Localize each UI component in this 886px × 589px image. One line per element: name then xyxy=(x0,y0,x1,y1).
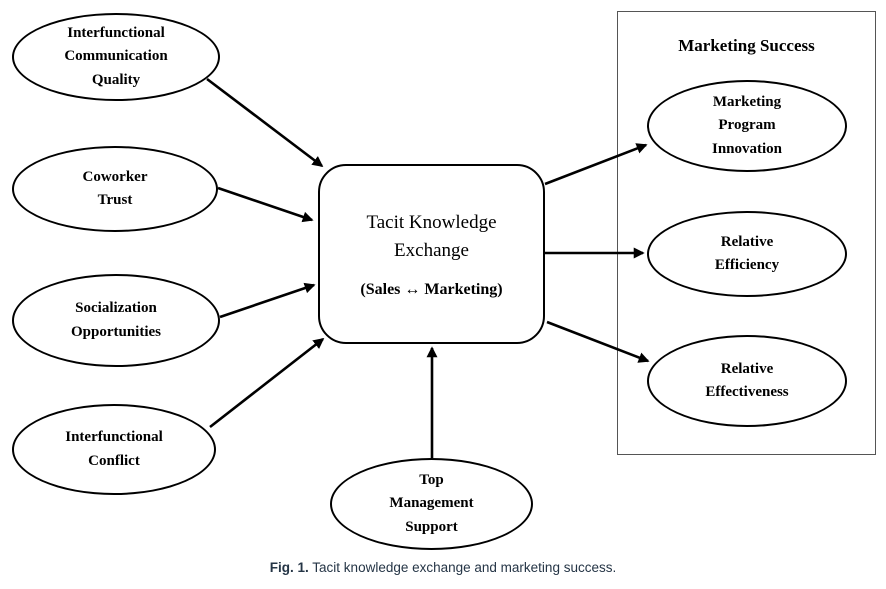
node-label: Interfunctional Conflict xyxy=(65,429,163,469)
center-node-title: Tacit Knowledge Exchange xyxy=(366,211,497,262)
arrow-communication-quality-to-tke xyxy=(206,77,324,168)
node-interfunctional-conflict: Interfunctional Conflict xyxy=(12,404,216,495)
figure-caption-label: Fig. 1. xyxy=(269,560,309,575)
figure-caption-text: Tacit knowledge exchange and marketing s… xyxy=(312,560,617,575)
node-tacit-knowledge-exchange: Tacit Knowledge Exchange (Sales ↔ Market… xyxy=(318,164,545,344)
center-node-subtitle: (Sales ↔ Marketing) xyxy=(360,280,503,298)
node-marketing-program-innovation: Marketing Program Innovation xyxy=(647,80,847,172)
node-top-management-support: Top Management Support xyxy=(330,458,533,550)
node-label: Marketing Program Innovation xyxy=(711,94,783,157)
arrow-conflict-to-tke xyxy=(209,337,325,429)
node-coworker-trust: Coworker Trust xyxy=(12,146,218,232)
node-label: Interfunctional Communication Quality xyxy=(64,25,168,88)
node-relative-efficiency: Relative Efficiency xyxy=(647,211,847,297)
arrow-coworker-trust-to-tke xyxy=(217,186,314,223)
node-socialization-opportunities: Socialization Opportunities xyxy=(12,274,220,367)
marketing-success-group-title: Marketing Success xyxy=(678,36,815,55)
node-label: Socialization Opportunities xyxy=(70,300,161,340)
node-relative-effectiveness: Relative Effectiveness xyxy=(647,335,847,427)
node-label: Coworker Trust xyxy=(82,168,148,208)
node-interfunctional-communication-quality: Interfunctional Communication Quality xyxy=(12,13,220,101)
node-label: Relative Effectiveness xyxy=(705,360,789,400)
figure-caption: Fig. 1. Tacit knowledge exchange and mar… xyxy=(0,560,886,575)
node-label: Relative Efficiency xyxy=(714,233,780,273)
node-label: Top Management Support xyxy=(389,472,474,535)
arrow-socialization-to-tke xyxy=(219,282,316,319)
